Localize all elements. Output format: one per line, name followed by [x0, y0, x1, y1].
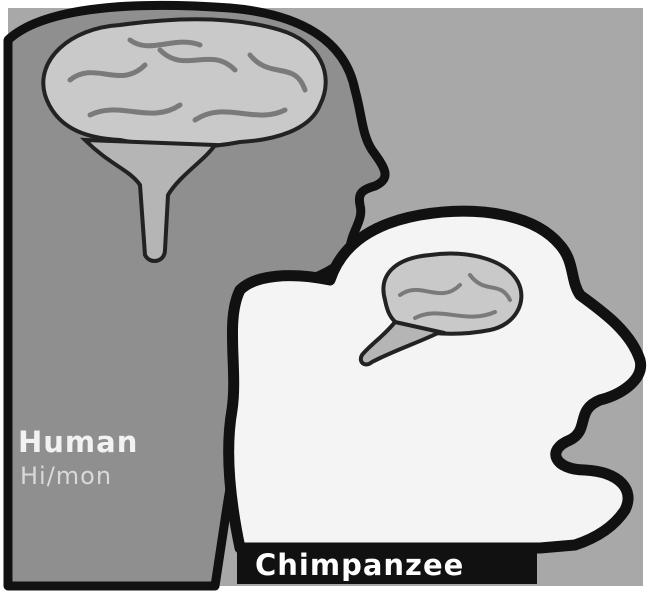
- human-label: Human: [18, 425, 138, 459]
- human-brain: [43, 19, 325, 147]
- chimpanzee-label: Chimpanzee: [237, 546, 537, 584]
- human-secondary-label: Hi/mon: [20, 462, 112, 490]
